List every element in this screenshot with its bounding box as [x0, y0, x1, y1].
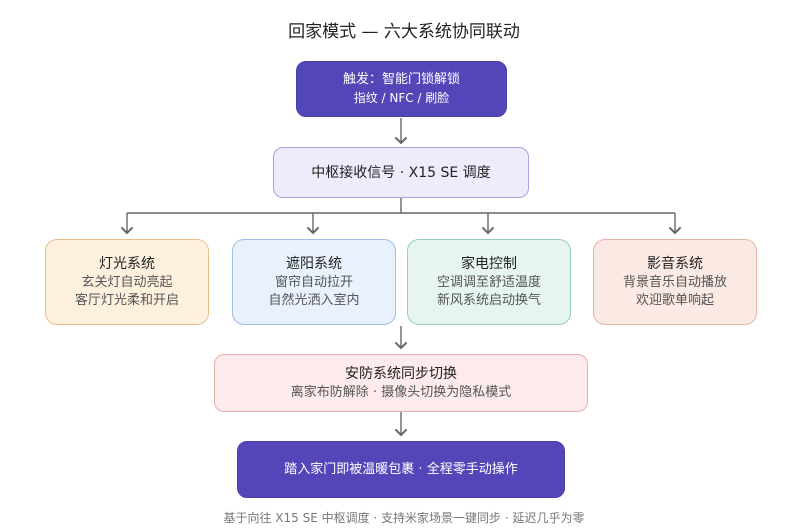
system-av-line1: 背景音乐自动播放	[622, 275, 727, 290]
hub-label: 中枢接收信号 · X15 SE 调度	[311, 164, 491, 181]
system-lighting-title: 灯光系统	[99, 256, 155, 272]
system-shading-line1: 窗帘自动拉开	[274, 275, 353, 290]
trigger-title: 触发：智能门锁解锁	[342, 72, 460, 87]
system-av: 影音系统 背景音乐自动播放 欢迎歌单响起	[593, 239, 757, 325]
system-lighting-line2: 客厅灯光柔和开启	[74, 293, 179, 308]
system-shading: 遮阳系统 窗帘自动拉开 自然光洒入室内	[232, 239, 396, 325]
system-appliance-line2: 新风系统启动换气	[436, 293, 541, 308]
system-appliance: 家电控制 空调调至舒适温度 新风系统启动换气	[407, 239, 571, 325]
diagram-title: 回家模式 — 六大系统协同联动	[288, 22, 520, 42]
security-node: 安防系统同步切换 离家布防解除 · 摄像头切换为隐私模式	[214, 354, 588, 412]
system-lighting-line1: 玄关灯自动亮起	[81, 275, 173, 290]
hub-node: 中枢接收信号 · X15 SE 调度	[273, 147, 529, 198]
system-lighting: 灯光系统 玄关灯自动亮起 客厅灯光柔和开启	[45, 239, 209, 325]
system-appliance-title: 家电控制	[461, 256, 517, 272]
system-av-line2: 欢迎歌单响起	[635, 293, 714, 308]
trigger-subtitle: 指纹 / NFC / 刷脸	[353, 91, 450, 105]
system-shading-title: 遮阳系统	[286, 256, 342, 272]
system-appliance-line1: 空调调至舒适温度	[436, 275, 541, 290]
trigger-node: 触发：智能门锁解锁 指纹 / NFC / 刷脸	[296, 61, 507, 117]
result-node: 踏入家门即被温暖包裹 · 全程零手动操作	[237, 441, 565, 498]
system-av-title: 影音系统	[647, 256, 703, 272]
system-shading-line2: 自然光洒入室内	[268, 293, 360, 308]
security-title: 安防系统同步切换	[345, 366, 457, 382]
footer-note: 基于向往 X15 SE 中枢调度 · 支持米家场景一键同步 · 延迟几乎为零	[223, 511, 585, 525]
security-description: 离家布防解除 · 摄像头切换为隐私模式	[290, 385, 512, 400]
result-label: 踏入家门即被温暖包裹 · 全程零手动操作	[284, 462, 518, 477]
